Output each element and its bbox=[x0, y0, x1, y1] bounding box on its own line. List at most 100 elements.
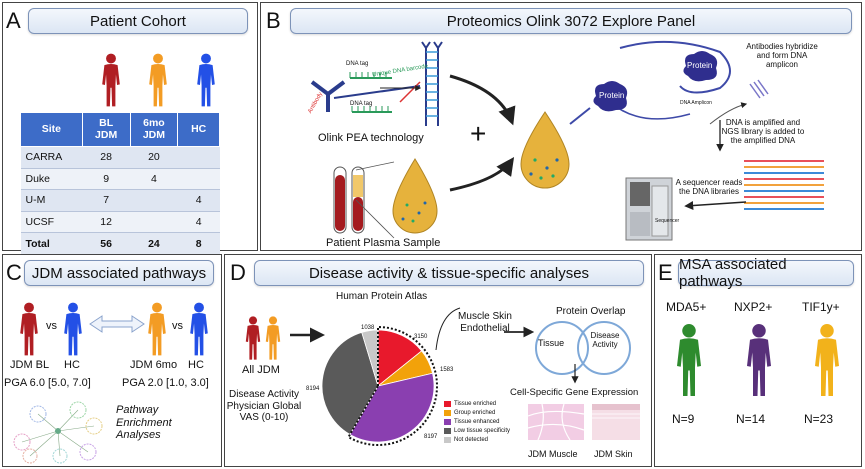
muscle-skin-bracket bbox=[435, 307, 461, 351]
figure-jdm-6mo-c bbox=[148, 302, 166, 356]
dna-library-illustration bbox=[744, 160, 824, 210]
protein-blob-1 bbox=[593, 81, 628, 112]
table-cell: 28 bbox=[82, 146, 131, 169]
sequencer-reads-label: A sequencer reads the DNA libraries bbox=[675, 178, 743, 197]
msa-group-nxp2: NXP2+ bbox=[734, 300, 773, 314]
msa-group-mda5: MDA5+ bbox=[666, 300, 707, 314]
venn-diagram bbox=[535, 321, 631, 375]
central-drop-illustration bbox=[520, 111, 570, 189]
plasma-drop-illustration bbox=[392, 158, 438, 234]
jdm-6mo-label: JDM 6mo bbox=[130, 359, 178, 371]
legend-label: Low tissue specificity bbox=[454, 428, 511, 434]
olink-pea-label: Olink PEA technology bbox=[318, 132, 424, 144]
table-header-bl-jdm: BL JDM bbox=[81, 112, 131, 147]
table-row: Duke 9 4 bbox=[20, 168, 220, 191]
table-cell bbox=[177, 146, 220, 169]
dna-amplified-label: DNA is amplified and NGS library is adde… bbox=[721, 118, 805, 146]
msa-n-mda5: N=9 bbox=[672, 412, 695, 426]
protein-label-1: Protein bbox=[599, 91, 625, 100]
figure-tif1y bbox=[815, 324, 839, 396]
panel-c bbox=[2, 254, 222, 467]
table-cell: 56 bbox=[82, 232, 131, 255]
msa-group-tif1y: TIF1y+ bbox=[802, 300, 840, 314]
pie-slice-low-tissue-specificity bbox=[321, 331, 379, 436]
jdm-muscle-image bbox=[527, 403, 585, 441]
jdm-bl-label: JDM BL bbox=[10, 359, 50, 371]
venn-tissue-label: Tissue bbox=[538, 338, 565, 348]
panel-d-letter: D bbox=[230, 260, 246, 285]
sequencer-label: Sequencer bbox=[655, 218, 680, 224]
dna-tag-label-1: DNA tag bbox=[346, 61, 369, 67]
table-header-site: Site bbox=[20, 112, 83, 147]
table-cell: 20 bbox=[130, 146, 178, 169]
all-jdm-label: All JDM bbox=[242, 364, 280, 376]
pga-bl-label: PGA 6.0 [5.0, 7.0] bbox=[4, 377, 91, 389]
table-cell bbox=[130, 189, 178, 212]
dna-tag-label-2: DNA tag bbox=[350, 101, 373, 107]
sequencer-illustration bbox=[625, 177, 673, 241]
disease-activity-label: Disease Activity Physician Global VAS (0… bbox=[226, 389, 302, 423]
legend-item-not-detected: Not detected bbox=[444, 437, 488, 443]
dna-amplicon-label: DNA Amplicon bbox=[680, 100, 712, 106]
arrow-to-sequencer bbox=[684, 201, 747, 211]
pie-label-tissue-enhanced: 8197 bbox=[424, 434, 438, 440]
figure-jdm-bl-c bbox=[20, 302, 38, 356]
table-row: CARRA 28 20 bbox=[20, 146, 220, 169]
hc-label-1: HC bbox=[64, 359, 80, 371]
msa-n-nxp2: N=14 bbox=[736, 412, 766, 426]
arrows-to-drop bbox=[380, 74, 516, 192]
table-row: UCSF 12 4 bbox=[20, 211, 220, 234]
pie-label-low-specificity: 8194 bbox=[306, 386, 320, 392]
pie-slice-not-detected bbox=[361, 329, 379, 387]
figure-jdm-bl-a bbox=[102, 53, 120, 107]
legend-swatch bbox=[444, 419, 451, 425]
table-cell: 7 bbox=[82, 189, 131, 212]
table-cell: UCSF bbox=[20, 211, 83, 234]
legend-label: Tissue enriched bbox=[454, 401, 497, 407]
figure-mda5 bbox=[677, 324, 701, 396]
figure-all-jdm-orange bbox=[265, 316, 281, 360]
table-cell: U-M bbox=[20, 189, 83, 212]
panel-b-title: Proteomics Olink 3072 Explore Panel bbox=[290, 8, 852, 34]
legend-item-tissue-enhanced: Tissue enhanced bbox=[444, 419, 499, 425]
panel-d-title: Disease activity & tissue-specific analy… bbox=[254, 260, 644, 286]
vs-label-2: vs bbox=[172, 320, 183, 332]
table-cell: 4 bbox=[130, 168, 178, 191]
figure-hc-c2 bbox=[190, 302, 208, 356]
vs-label-1: vs bbox=[46, 320, 57, 332]
msa-n-tif1y: N=23 bbox=[804, 412, 834, 426]
legend-swatch bbox=[444, 437, 451, 443]
table-cell: 4 bbox=[177, 211, 220, 234]
figure-jdm-6mo-a bbox=[149, 53, 167, 107]
jdm-muscle-label: JDM Muscle bbox=[528, 449, 578, 459]
panel-a-letter: A bbox=[6, 8, 21, 33]
panel-e-letter: E bbox=[658, 260, 673, 285]
antibodies-hybridize-label: Antibodies hybridize and form DNA amplic… bbox=[746, 42, 818, 70]
panel-b-letter: B bbox=[266, 8, 281, 33]
table-row-total: Total 56 24 8 bbox=[20, 232, 220, 255]
zoom-lines bbox=[355, 161, 395, 239]
table-cell: CARRA bbox=[20, 146, 83, 169]
legend-label: Not detected bbox=[454, 437, 489, 443]
table-cell bbox=[130, 211, 178, 234]
panel-e-title: MSA associated pathways bbox=[678, 256, 854, 290]
figure-hc-c1 bbox=[64, 302, 82, 356]
plasma-sample-label: Patient Plasma Sample bbox=[326, 237, 441, 249]
legend-swatch bbox=[444, 401, 451, 407]
panel-c-title: JDM associated pathways bbox=[24, 260, 214, 286]
panel-c-letter: C bbox=[6, 260, 22, 285]
venn-disease-activity-label: Disease Activity bbox=[590, 331, 620, 349]
pie-label-group-enriched: 1583 bbox=[440, 367, 454, 373]
table-header-6mo-jdm: 6mo JDM bbox=[129, 112, 179, 147]
figure-hc-a bbox=[197, 53, 215, 107]
hpa-pie-chart bbox=[321, 325, 438, 446]
cell-specific-title: Cell-Specific Gene Expression bbox=[510, 387, 639, 398]
arrow-to-cell-specific bbox=[571, 364, 579, 384]
jdm-skin-label: JDM Skin bbox=[594, 449, 633, 459]
legend-label: Tissue enhanced bbox=[454, 419, 500, 425]
pie-slice-tissue-enhanced bbox=[349, 372, 435, 443]
hc-label-2: HC bbox=[188, 359, 204, 371]
table-cell: 24 bbox=[130, 232, 178, 255]
arrow-to-pie bbox=[290, 327, 325, 343]
legend-item-tissue-enriched: Tissue enriched bbox=[444, 401, 496, 407]
